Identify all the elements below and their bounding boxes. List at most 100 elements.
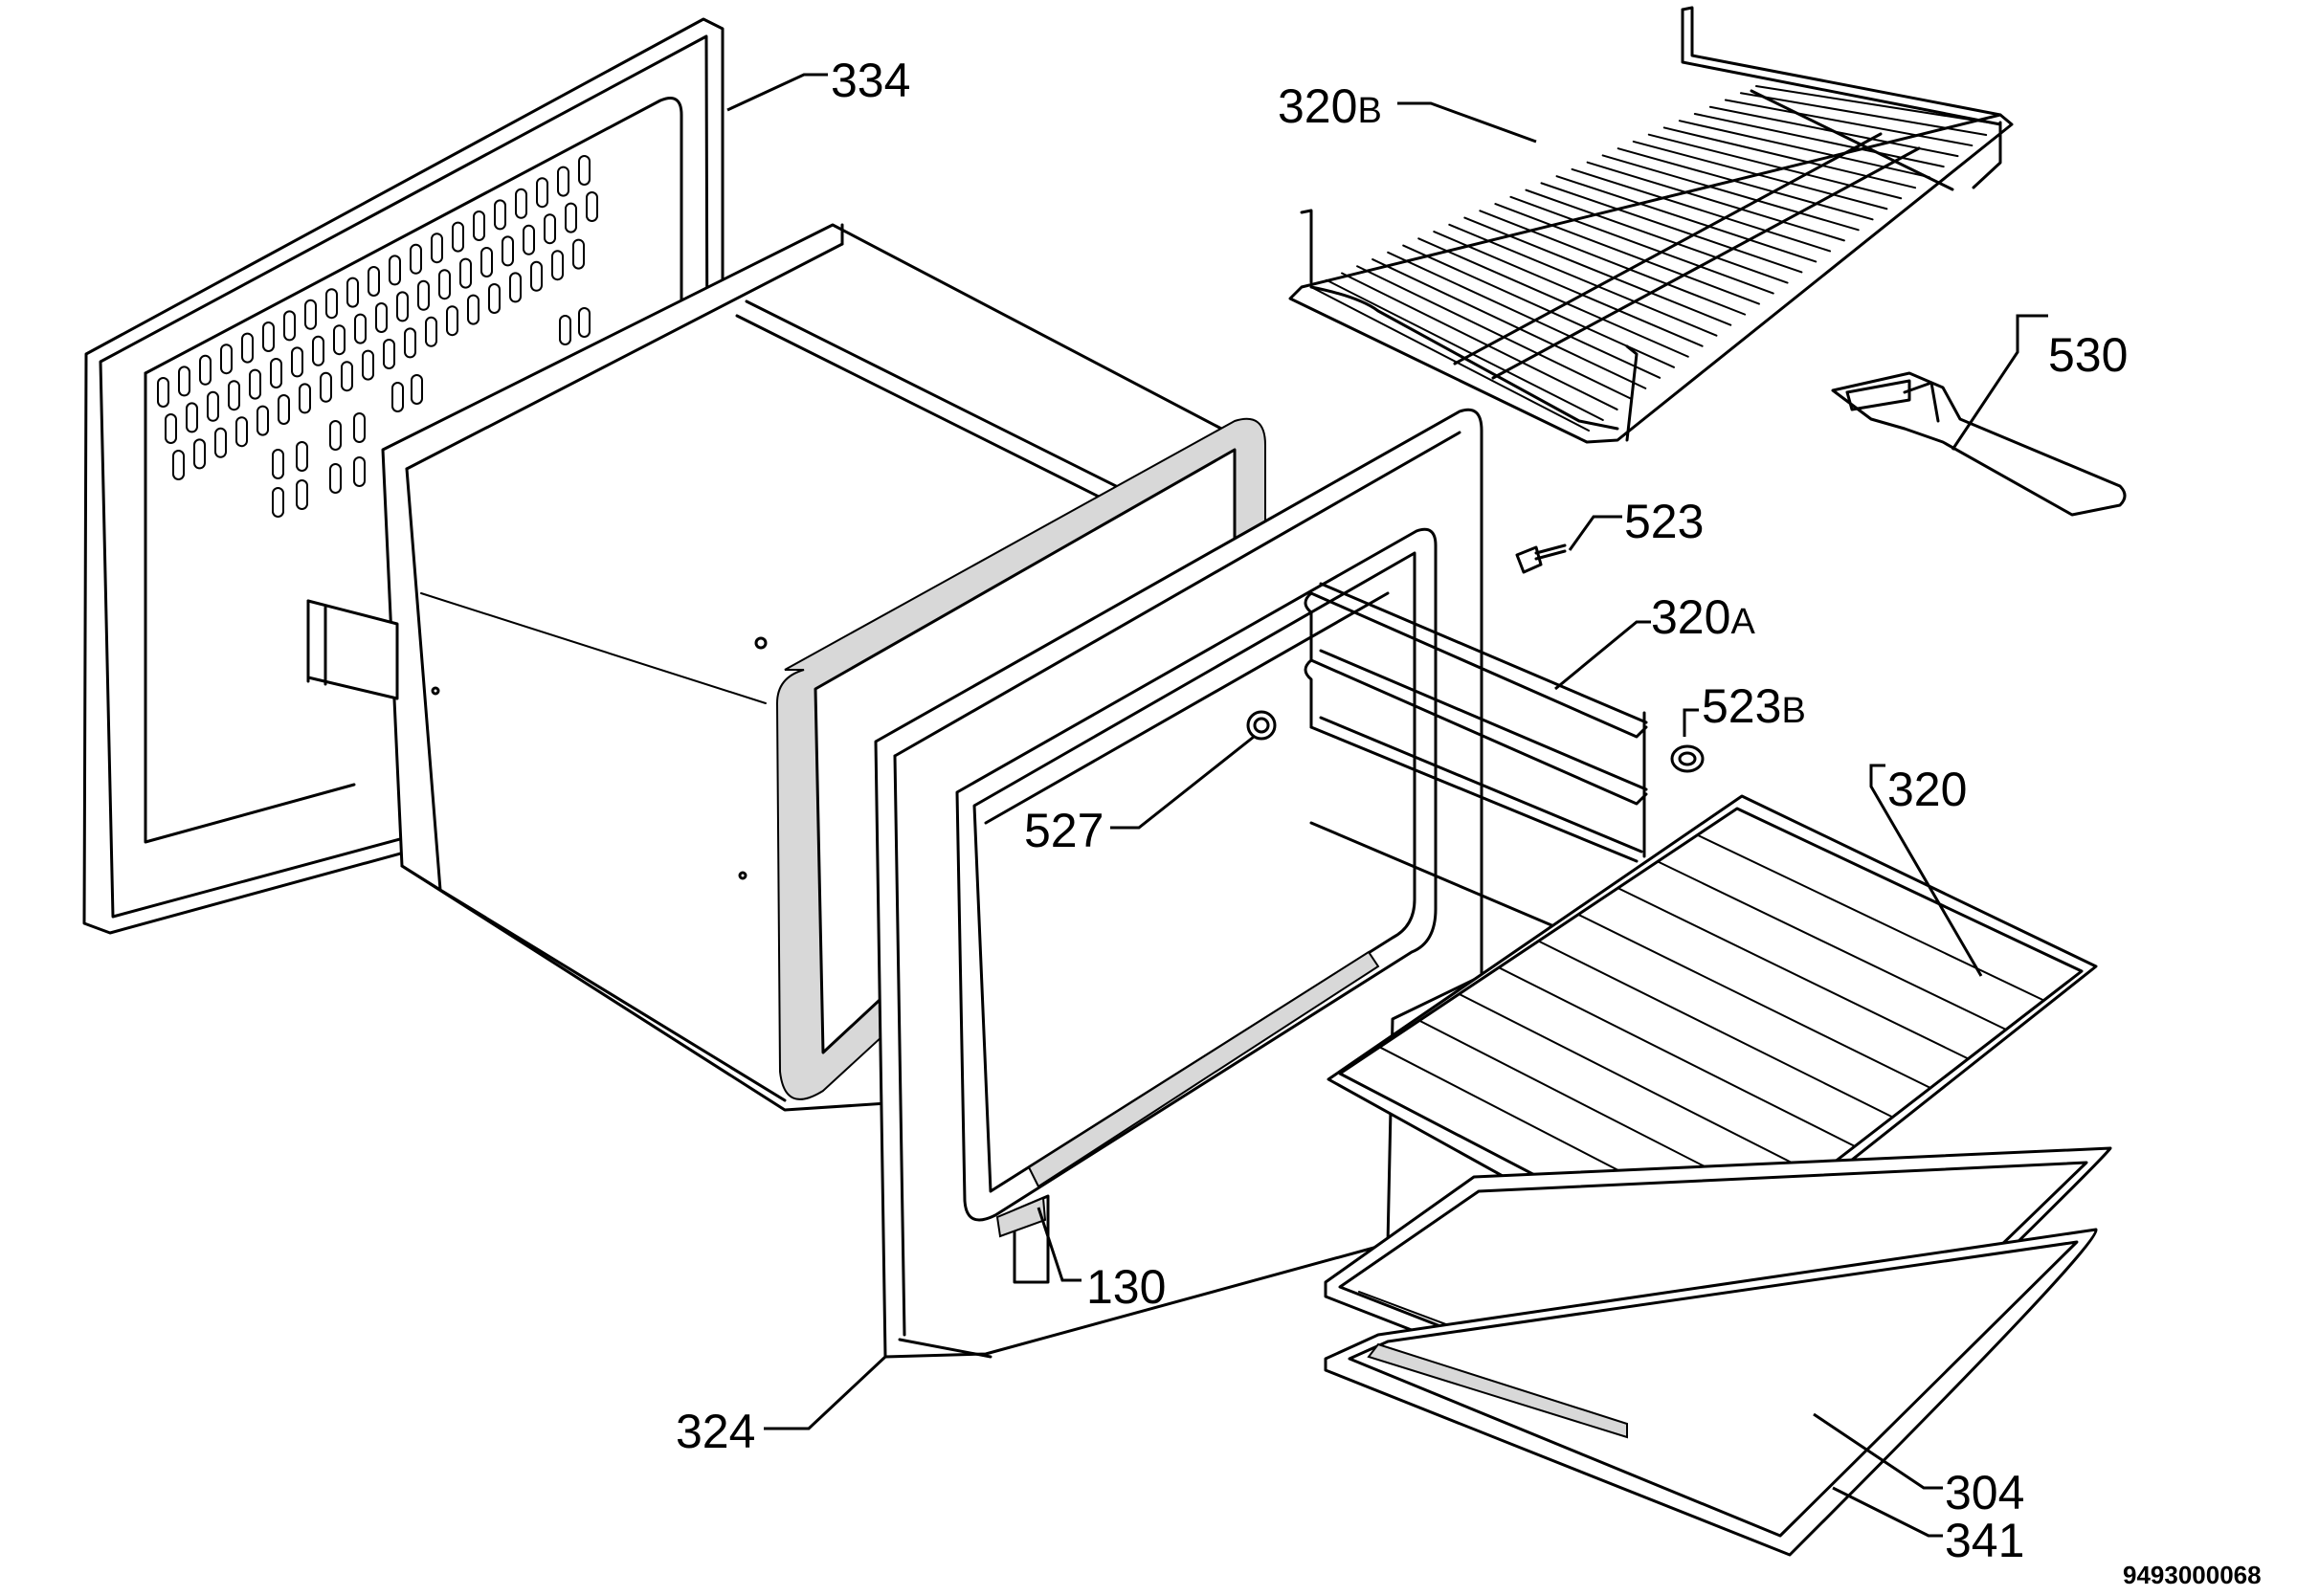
vent-slot (578, 307, 591, 338)
vent-slot (544, 213, 556, 245)
vent-slot (488, 283, 501, 314)
callout-320b: 320B (1278, 79, 1382, 133)
leader-320 (1869, 764, 1983, 977)
wire-shelf-320b (1288, 6, 2014, 444)
shelf-wire (1662, 126, 1917, 189)
vent-slot (207, 390, 219, 422)
vent-slot (299, 383, 311, 414)
callout-320: 320 (1887, 763, 1967, 816)
vent-slot (199, 354, 212, 386)
vent-slot (389, 255, 401, 286)
vent-slot (536, 177, 548, 209)
callout-334: 334 (831, 54, 910, 107)
vent-slot (291, 346, 303, 378)
leader-320a (1554, 620, 1651, 691)
shelf-wire (1696, 833, 2045, 1002)
vent-slot (325, 288, 338, 320)
callout-530: 530 (2048, 328, 2128, 382)
vent-slot (278, 394, 290, 425)
vent-slot (467, 294, 479, 325)
document-number: 9493000068 (2123, 1561, 2262, 1589)
leader-341 (1832, 1486, 1943, 1538)
callout-341: 341 (1945, 1514, 2024, 1567)
shelf-wire (1463, 216, 1732, 326)
callout-130: 130 (1086, 1260, 1166, 1314)
callout-523b: 523B (1702, 679, 1806, 733)
vent-slot (329, 463, 342, 494)
shelf-crossbar (1453, 132, 1883, 366)
shelf-wire (1601, 154, 1860, 232)
shelf-wire (1736, 808, 2083, 972)
front-frame-324 (874, 408, 1483, 1359)
leader-304 (1813, 1412, 1943, 1490)
vent-slot (249, 368, 261, 400)
vent-slot (565, 202, 577, 233)
leader-130 (1037, 1207, 1082, 1282)
vent-slot (417, 279, 430, 311)
vent-slot (509, 272, 522, 303)
shelf-wire (1372, 258, 1647, 389)
vent-slot (452, 221, 464, 253)
vent-slot (557, 166, 569, 197)
screw-523 (1515, 543, 1567, 574)
shelf-wire (1537, 940, 1894, 1119)
shelf-wire (1540, 182, 1803, 274)
vent-slot (446, 305, 458, 337)
shelf-wire (1571, 167, 1832, 253)
leader-527 (1110, 735, 1255, 830)
vent-slot (270, 358, 282, 388)
shelf-wire (1657, 860, 2007, 1031)
vent-slot (283, 310, 296, 342)
shelf-wire (1755, 85, 2001, 125)
vent-slot (362, 349, 374, 381)
shelf-wire (1387, 251, 1661, 379)
shelf-wire (1632, 140, 1888, 211)
shelf-runners-320a (1304, 582, 1648, 935)
callout-labels: 334 320B 530 523 320A 523B 320 527 130 3… (676, 54, 2262, 1589)
vent-slot (172, 450, 185, 480)
vent-slot (459, 257, 472, 289)
vent-slot (354, 313, 367, 344)
vent-slot (368, 266, 380, 297)
leader-530 (1951, 314, 2048, 451)
callout-304: 304 (1945, 1466, 2024, 1519)
callout-324: 324 (676, 1405, 755, 1458)
vent-slot (220, 344, 233, 375)
vent-slot (353, 412, 366, 443)
vent-slot (578, 155, 591, 186)
shelf-wire (1555, 175, 1818, 263)
shelf-wire (1739, 92, 1988, 137)
shelf-wire (1724, 99, 1974, 147)
leader-523 (1568, 515, 1622, 551)
shelf-wire (1586, 161, 1845, 242)
shelf-wire (1577, 913, 1931, 1089)
nut-523b (1670, 744, 1705, 773)
vent-slot (186, 402, 198, 433)
leader-324 (764, 1355, 887, 1430)
shelf-wire (1494, 203, 1760, 305)
shelf-wire (1433, 231, 1704, 347)
leader-334 (726, 73, 828, 112)
drip-tray-341 (1324, 1228, 2098, 1557)
vent-slot (551, 250, 564, 281)
vent-slot (272, 449, 284, 479)
vent-slot (523, 224, 535, 255)
shelf-wire (1509, 195, 1774, 295)
vent-slot (438, 269, 451, 300)
vent-slot (341, 361, 353, 392)
shelf-wire (1458, 992, 1818, 1177)
vent-slot (157, 377, 169, 408)
shelf-wire (1448, 223, 1718, 337)
vent-slot (262, 321, 275, 352)
shelf-wire (1525, 188, 1789, 284)
shelf-wire (1341, 272, 1618, 410)
vent-slot (296, 441, 308, 472)
vent-slot (235, 416, 248, 448)
vent-slot (473, 211, 485, 241)
vent-slot (411, 374, 423, 405)
vent-slot (304, 299, 317, 330)
shelf-wire (1678, 120, 1930, 179)
shelf-wire (1402, 244, 1675, 368)
leader-lines (726, 73, 2048, 1538)
